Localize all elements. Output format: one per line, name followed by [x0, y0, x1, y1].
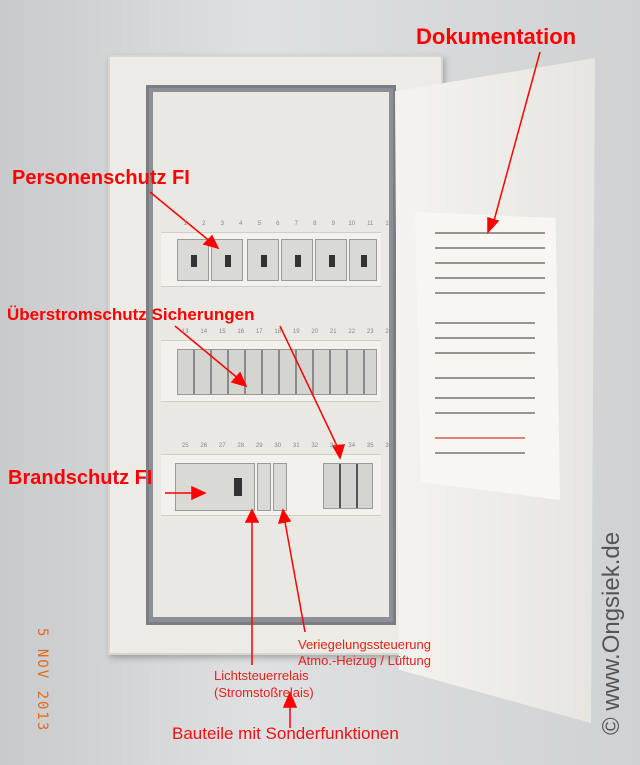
- slot-number: 8: [313, 221, 317, 227]
- slot-number: 14: [200, 329, 208, 335]
- slot-number: 12: [385, 221, 393, 227]
- slot-number: 24: [385, 329, 393, 335]
- row-2-numbers: 13 14 15 16 17 18 19 20 21 22 23 24: [179, 329, 395, 335]
- slot-number: 13: [181, 329, 189, 335]
- rail-row-3: 25 26 27 28 29 30 31 32 33 34 35 36: [161, 443, 392, 516]
- label-personenschutz: Personenschutz FI: [12, 167, 190, 189]
- slot-number: 1: [183, 221, 187, 227]
- slot-number: 28: [237, 443, 245, 449]
- slot-number: 27: [218, 443, 226, 449]
- arrow-personenschutz: [149, 191, 213, 244]
- slot-number: 10: [348, 221, 356, 227]
- label-verriegelung-2: Atmo.-Heizug / Lüftung: [298, 653, 431, 668]
- slot-number: 35: [366, 443, 374, 449]
- circuit-breaker-3pole[interactable]: [323, 463, 373, 509]
- arrow-head: [282, 691, 298, 708]
- arrow-head: [277, 508, 292, 524]
- slot-number: 33: [329, 443, 337, 449]
- arrow-dokumentation: [491, 51, 541, 229]
- slot-number: 16: [237, 329, 245, 335]
- rcd-breaker[interactable]: [315, 239, 347, 281]
- label-lichtsteuer-1: Lichtsteuerrelais: [214, 668, 309, 683]
- arrow-verriegelung: [284, 521, 306, 633]
- label-brandschutz: Brandschutz FI: [8, 467, 153, 489]
- slot-number: 15: [218, 329, 226, 335]
- slot-number: 19: [292, 329, 300, 335]
- slot-number: 20: [311, 329, 319, 335]
- arrow-ueberstrom-left: [174, 325, 241, 381]
- arrow-head: [244, 508, 260, 523]
- slot-number: 34: [348, 443, 356, 449]
- slot-number: 2: [202, 221, 206, 227]
- label-sonderfunktionen: Bauteile mit Sonderfunktionen: [172, 724, 399, 743]
- slot-number: 30: [274, 443, 282, 449]
- slot-number: 25: [181, 443, 189, 449]
- slot-number: 29: [255, 443, 263, 449]
- rcd-breaker[interactable]: [349, 239, 377, 281]
- rcd-breaker[interactable]: [281, 239, 313, 281]
- arrow-head: [202, 234, 220, 250]
- slot-number: 23: [366, 329, 374, 335]
- slot-number: 11: [367, 221, 374, 227]
- label-dokumentation: Dokumentation: [416, 24, 577, 49]
- rail-row-2: 13 14 15 16 17 18 19 20 21 22 23 24: [161, 329, 392, 402]
- date-stamp: 5 NOV 2013: [34, 628, 50, 733]
- slot-number: 31: [292, 443, 300, 449]
- watermark: © www.Ongsiek.de: [598, 531, 625, 735]
- arrow-head: [331, 444, 346, 460]
- label-verriegelung-1: Veriegelungssteuerung: [298, 637, 431, 652]
- slot-number: 36: [385, 443, 393, 449]
- arrow-head: [487, 216, 500, 234]
- slot-number: 6: [276, 221, 280, 227]
- row-3-numbers: 25 26 27 28 29 30 31 32 33 34 35 36: [179, 443, 395, 449]
- circuit-breakers[interactable]: [177, 349, 377, 395]
- slot-number: 4: [239, 221, 243, 227]
- slot-number: 17: [255, 329, 263, 335]
- label-lichtsteuer-2: (Stromstoßrelais): [214, 685, 314, 700]
- label-ueberstromschutz: Überstromschutz Sicherungen: [7, 305, 255, 324]
- slot-number: 21: [329, 329, 337, 335]
- slot-number: 9: [331, 221, 335, 227]
- arrow-head: [230, 371, 248, 388]
- documentation-sheet: [415, 212, 560, 500]
- arrow-ueberstrom-right: [279, 325, 339, 449]
- slot-number: 32: [311, 443, 319, 449]
- slot-number: 22: [348, 329, 356, 335]
- slot-number: 26: [200, 443, 208, 449]
- slot-number: 18: [274, 329, 282, 335]
- fire-protection-afdd[interactable]: [175, 463, 255, 511]
- rcd-breaker[interactable]: [177, 239, 209, 281]
- slot-number: 7: [294, 221, 298, 227]
- light-control-relay[interactable]: [257, 463, 271, 511]
- slot-number: 5: [257, 221, 261, 227]
- interlock-control-relay[interactable]: [273, 463, 287, 511]
- rcd-breaker[interactable]: [247, 239, 279, 281]
- arrow-head: [191, 485, 207, 501]
- slot-number: 3: [220, 221, 224, 227]
